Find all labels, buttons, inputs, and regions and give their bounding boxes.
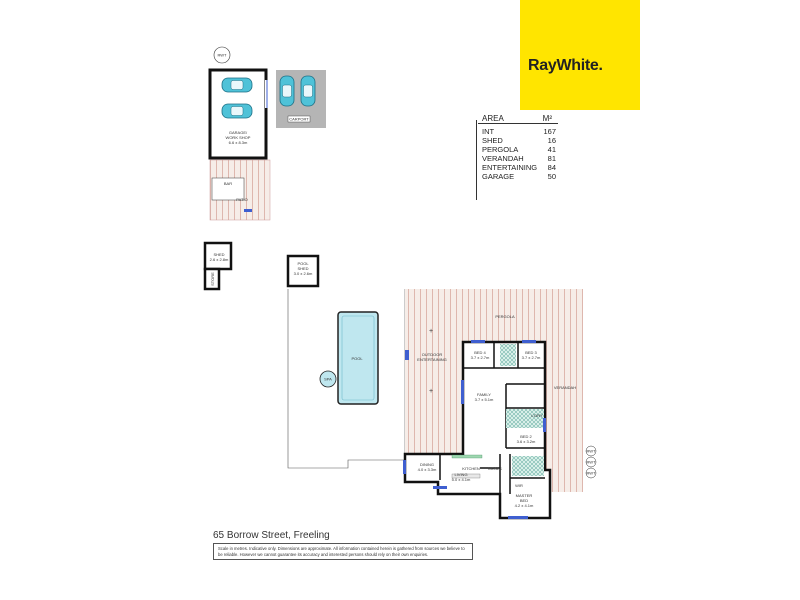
svg-text:3.7 x 2.7m: 3.7 x 2.7m [522,355,541,360]
svg-text:+: + [429,388,433,395]
svg-text:GARAGE/: GARAGE/ [229,130,248,135]
svg-text:BED 2: BED 2 [520,434,532,439]
svg-text:L'DRY: L'DRY [531,413,543,418]
svg-text:OUTDOOR: OUTDOOR [422,352,443,357]
svg-text:2.6 x 2.8m: 2.6 x 2.8m [210,257,229,262]
svg-text:BED: BED [520,498,528,503]
svg-text:3.7 x 2.7m: 3.7 x 2.7m [471,355,490,360]
garage-walls [208,68,268,160]
svg-text:STORE: STORE [210,272,215,286]
svg-text:WIR: WIR [515,483,523,488]
svg-text:3.6 x 3.2m: 3.6 x 3.2m [517,439,536,444]
svg-text:5.0 x 4.1m: 5.0 x 4.1m [452,477,471,482]
pool: POOL SPA [319,311,379,405]
unit-header: M² [542,114,552,123]
svg-text:RWT: RWT [586,449,596,454]
svg-text:4.2 x 4.1m: 4.2 x 4.1m [515,503,534,508]
brand-name: RayWhite. [528,57,603,74]
brand-logo: RayWhite. [520,0,640,110]
svg-text:LIVING: LIVING [454,472,467,477]
svg-text:CARPORT: CARPORT [289,117,309,122]
svg-text:3.0 x 2.6m: 3.0 x 2.6m [294,271,313,276]
svg-text:FAMILY: FAMILY [477,392,491,397]
svg-text:6.6 x 8.3m: 6.6 x 8.3m [229,140,248,145]
svg-text:RWT: RWT [586,471,596,476]
svg-text:RWT: RWT [586,460,596,465]
svg-text:4.0 x 3.3m: 4.0 x 3.3m [418,467,437,472]
outdoor-deck [405,344,463,454]
property-address: 65 Borrow Street, Freeling [213,530,330,541]
shed: SHED 2.6 x 2.8m STORE [203,241,233,291]
svg-text:SPA: SPA [324,377,332,382]
svg-text:SHED: SHED [297,266,308,271]
svg-text:WORK SHOP: WORK SHOP [226,135,251,140]
svg-text:BED 4: BED 4 [474,350,486,355]
rainwater-tanks: RWT RWT RWT [585,445,597,479]
svg-text:MEALS: MEALS [488,466,502,471]
svg-text:PATIO: PATIO [236,197,247,202]
svg-text:SHED: SHED [213,252,224,257]
spa [319,370,337,388]
pool-shed: POOL SHED 3.0 x 2.6m [286,254,320,288]
verandah-deck [545,344,583,492]
room-labels: BED 4 3.7 x 2.7m BED 3 3.7 x 2.7m FAMILY… [418,350,543,508]
svg-text:3.7 x 5.1m: 3.7 x 5.1m [475,397,494,402]
north-marker: RWT [213,46,231,64]
svg-text:KITCHEN: KITCHEN [462,466,480,471]
disclaimer: Scale in metres. Indicative only. Dimens… [213,543,473,560]
svg-text:VERANDAH: VERANDAH [554,385,576,390]
svg-text:+: + [429,328,433,335]
svg-text:BAR: BAR [224,181,232,186]
svg-text:DINING: DINING [420,462,434,467]
garage-block: GARAGE/ WORK SHOP 6.6 x 8.3m CARPORT BAR… [208,68,326,221]
svg-text:PERGOLA: PERGOLA [495,314,515,319]
svg-text:RWT: RWT [217,53,227,58]
svg-text:POOL: POOL [297,261,309,266]
svg-text:BED 3: BED 3 [525,350,537,355]
svg-text:MASTER: MASTER [516,493,533,498]
area-header: AREA [482,114,504,123]
svg-text:POOL: POOL [351,356,363,361]
svg-text:ENTERTAINING: ENTERTAINING [417,357,446,362]
pergola-deck [405,289,583,344]
